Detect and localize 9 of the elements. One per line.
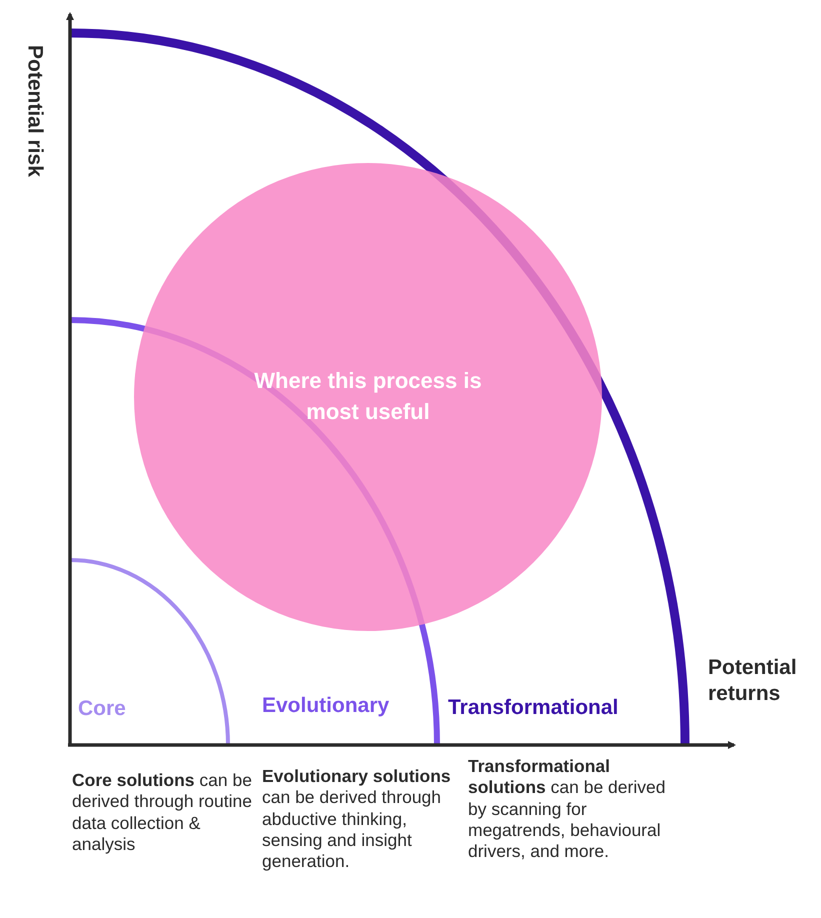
zone-label: Transformational <box>448 695 618 721</box>
axis-title: Potential returns <box>708 655 798 706</box>
description-text: Transformational solutions can be derived by scanning for megatrends, behavioural drivers, and more. <box>468 756 666 863</box>
circle-label: Where this process is most useful <box>253 367 483 426</box>
zone-label: Core <box>78 696 126 722</box>
zone-label: Evolutionary <box>262 693 390 719</box>
description-text: Core solutions can be derived through routine data collection & analysis <box>72 770 252 856</box>
axis-title: Potential risk <box>22 45 48 177</box>
description-text: Evolutionary solutions can be derived through abductive thinking, sensing and insight generation. <box>262 766 452 873</box>
